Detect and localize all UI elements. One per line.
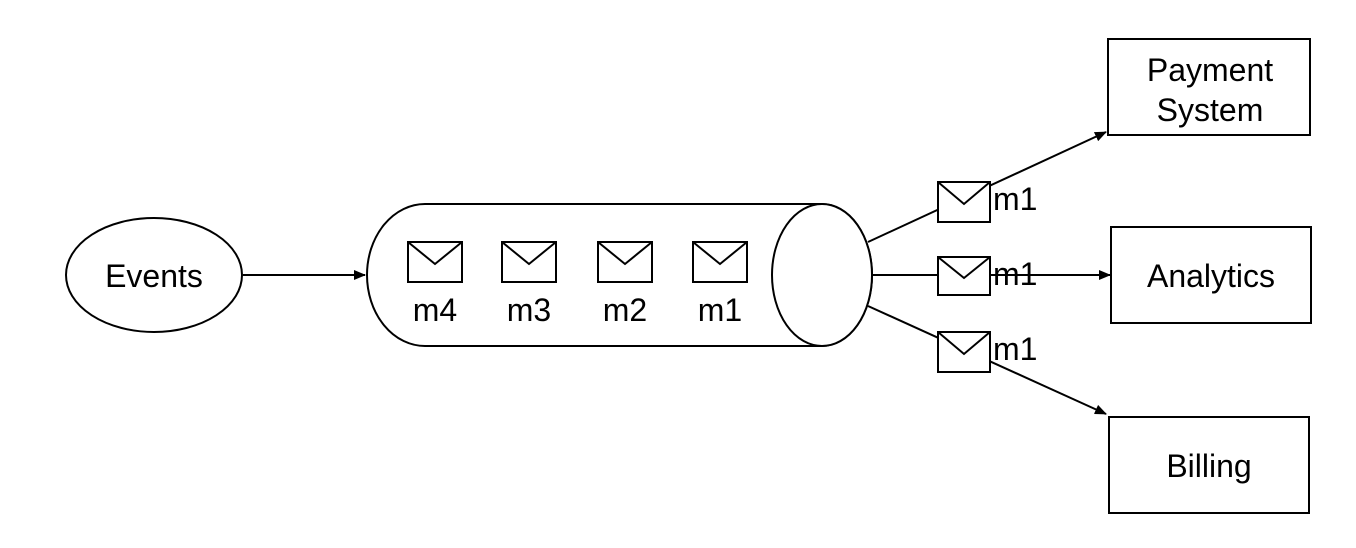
queue-message-label: m3 [507, 292, 551, 328]
envelope-icon [937, 331, 991, 373]
billing-box [1108, 416, 1310, 514]
envelope-icon [692, 241, 748, 283]
payment-system-label-line-2: System [1157, 92, 1264, 128]
envelope-icon [407, 241, 463, 283]
queue-message-label: m4 [413, 292, 457, 328]
payment-system-box [1107, 38, 1311, 136]
events-label: Events [105, 258, 203, 294]
envelope-icon [501, 241, 557, 283]
billing-edge-message-label: m1 [993, 331, 1037, 367]
envelope-icon [597, 241, 653, 283]
queue-message-label: m1 [698, 292, 742, 328]
events-ellipse [65, 217, 243, 333]
queue-message-1: m3 [501, 241, 557, 328]
queue-message-label: m2 [603, 292, 647, 328]
envelope-icon [937, 181, 991, 223]
analytics-node: Analytics [1110, 226, 1312, 324]
envelope-icon [937, 256, 991, 296]
message-queue: m4 m3 m2 m1 [366, 203, 873, 347]
queue-message-2: m2 [597, 241, 653, 328]
queue-message-0: m4 [407, 241, 463, 328]
analytics-label: Analytics [1147, 258, 1275, 294]
events-node: Events [65, 217, 243, 333]
analytics-edge-message-label: m1 [993, 256, 1037, 292]
billing-label: Billing [1166, 448, 1251, 484]
payment-system-node: Payment System [1107, 38, 1311, 136]
payment-edge-message: m1 [937, 181, 1037, 223]
queue-message-3: m1 [692, 241, 748, 328]
payment-system-label-line-1: Payment [1147, 52, 1273, 88]
billing-edge-message: m1 [937, 331, 1037, 373]
analytics-box [1110, 226, 1312, 324]
queue-cylinder-end [771, 203, 873, 347]
billing-node: Billing [1108, 416, 1310, 514]
analytics-edge-message: m1 [937, 256, 1037, 296]
payment-edge-message-label: m1 [993, 181, 1037, 217]
